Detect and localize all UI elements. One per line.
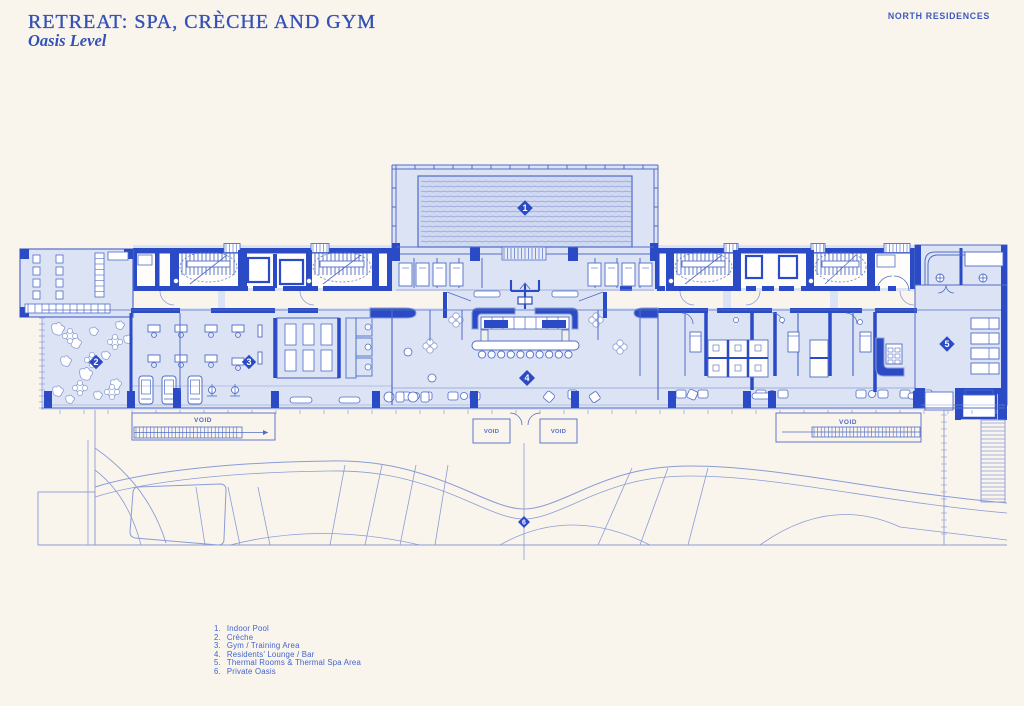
svg-text:1: 1 [522, 203, 527, 213]
svg-text:5: 5 [944, 339, 949, 349]
svg-text:VOID: VOID [839, 419, 857, 426]
svg-text:6: 6 [522, 520, 526, 527]
svg-text:4: 4 [524, 373, 529, 383]
svg-text:VOID: VOID [551, 429, 566, 435]
svg-text:3: 3 [246, 357, 251, 367]
svg-text:2: 2 [93, 357, 98, 367]
svg-text:VOID: VOID [194, 417, 212, 424]
svg-text:VOID: VOID [484, 429, 499, 435]
